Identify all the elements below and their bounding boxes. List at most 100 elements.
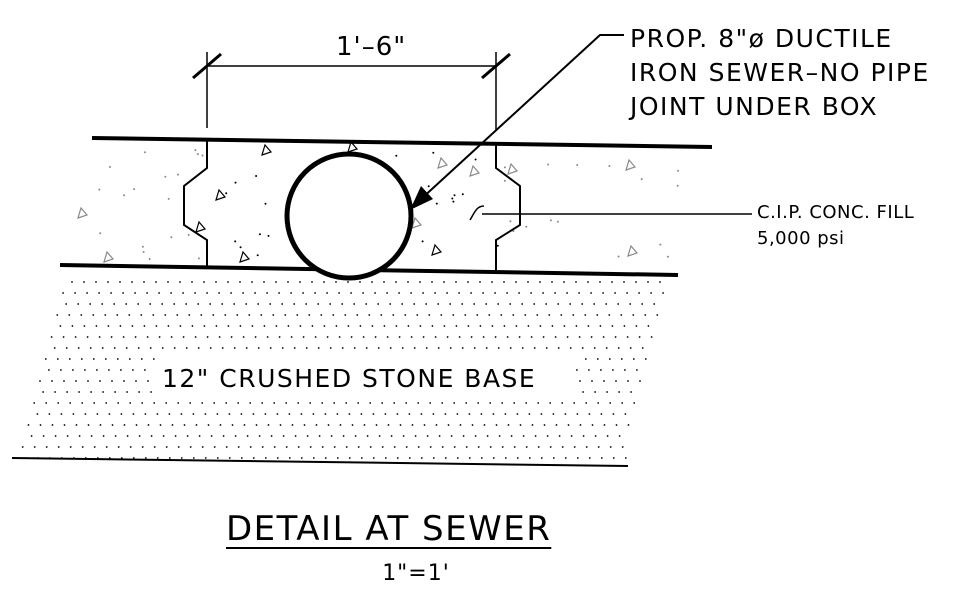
stone-dot: [362, 336, 365, 338]
stone-dot: [576, 369, 578, 371]
stone-dot: [453, 402, 456, 404]
stone-dot: [617, 303, 620, 305]
stone-dot: [146, 292, 149, 294]
stone-dot: [182, 292, 185, 294]
stone-dot: [222, 435, 225, 437]
stone-dot: [548, 314, 551, 316]
stone-dot: [249, 446, 252, 448]
stone-dot: [53, 347, 56, 349]
stone-dot: [182, 336, 185, 338]
stone-dot: [117, 402, 120, 404]
stone-dot: [522, 435, 525, 437]
stone-dot: [360, 457, 363, 459]
stone-dot: [582, 435, 585, 437]
stone-dot: [77, 347, 80, 349]
stone-dot: [573, 446, 576, 448]
stone-dot: [218, 292, 221, 294]
stone-dot: [110, 336, 113, 338]
stone-dot: [45, 402, 48, 404]
stone-dot: [36, 413, 39, 415]
aggregate-speck: [258, 233, 261, 236]
stone-dot: [419, 325, 422, 327]
aggregate-speck: [167, 197, 170, 200]
stone-dot: [576, 457, 579, 459]
stone-dot: [453, 446, 456, 448]
stone-dot: [48, 369, 50, 371]
stone-dot: [254, 336, 257, 338]
stone-dot: [174, 435, 177, 437]
stone-dot: [624, 413, 627, 415]
stone-dot: [588, 413, 591, 415]
stone-dot: [620, 314, 623, 316]
stone-dot: [653, 303, 656, 305]
stone-dot: [338, 336, 341, 338]
stone-dot: [159, 424, 162, 426]
stone-dot: [83, 325, 86, 327]
stone-dot: [501, 446, 504, 448]
stone-dot: [644, 314, 647, 316]
stone-dot: [120, 369, 122, 371]
stone-dot: [566, 292, 568, 294]
stone-dot: [510, 435, 513, 437]
stone-dot: [336, 457, 339, 459]
pipe-callout: PROP. 8"ø DUCTILE IRON SEWER–NO PIPE JOI…: [628, 24, 939, 121]
stone-dot: [327, 424, 330, 426]
stone-dot: [83, 281, 85, 283]
aggregate-speck: [264, 202, 267, 205]
stone-dot: [80, 314, 83, 316]
stone-dot: [387, 424, 390, 426]
stone-dot: [141, 446, 144, 448]
stone-dot: [554, 292, 556, 294]
stone-dot: [596, 358, 599, 360]
stone-dot: [144, 413, 147, 415]
stone-dot: [491, 281, 493, 283]
stone-dot: [180, 457, 183, 459]
stone-dot: [594, 435, 597, 437]
aggregate-speck: [474, 158, 477, 161]
stone-dot: [567, 424, 570, 426]
stone-dot: [465, 402, 468, 404]
stone-dot: [479, 325, 482, 327]
aggregate-speck: [395, 154, 398, 157]
aggregate-speck: [503, 179, 506, 182]
stone-dot: [90, 391, 92, 393]
stone-dot: [542, 336, 545, 338]
stone-dot: [353, 347, 356, 349]
stone-dot: [215, 325, 218, 327]
stone-dot: [615, 380, 617, 382]
stone-dot: [620, 358, 623, 360]
stone-dot: [300, 457, 303, 459]
stone-dot: [425, 347, 428, 349]
stone-dot: [347, 281, 349, 283]
stone-dot: [329, 347, 332, 349]
aggregate-speck: [608, 165, 611, 167]
stone-dot: [39, 380, 41, 382]
stone-dot: [177, 446, 180, 448]
stone-dot: [362, 292, 364, 294]
stone-dot: [398, 292, 400, 294]
stone-dot: [218, 336, 221, 338]
stone-dot: [240, 457, 243, 459]
stone-dot: [167, 281, 169, 283]
stone-dot: [168, 457, 171, 459]
stone-dot: [380, 314, 383, 316]
stone-dot: [579, 424, 582, 426]
stone-dot: [176, 314, 179, 316]
stone-dot: [524, 314, 527, 316]
stone-dot: [317, 347, 320, 349]
stone-dot: [597, 446, 600, 448]
stone-dot: [68, 314, 71, 316]
stone-dot: [410, 292, 412, 294]
stone-dot: [339, 424, 342, 426]
stone-dot: [186, 435, 189, 437]
stone-dot: [180, 413, 183, 415]
stone-dot: [512, 314, 515, 316]
stone-dot: [156, 413, 159, 415]
base-label: 12" CRUSHED STONE BASE: [162, 364, 536, 393]
stone-dot: [144, 457, 147, 459]
stone-dot: [225, 402, 228, 404]
stone-dot: [134, 336, 137, 338]
stone-dot: [284, 314, 287, 316]
stone-dot: [300, 413, 303, 415]
stone-dot: [503, 281, 505, 283]
